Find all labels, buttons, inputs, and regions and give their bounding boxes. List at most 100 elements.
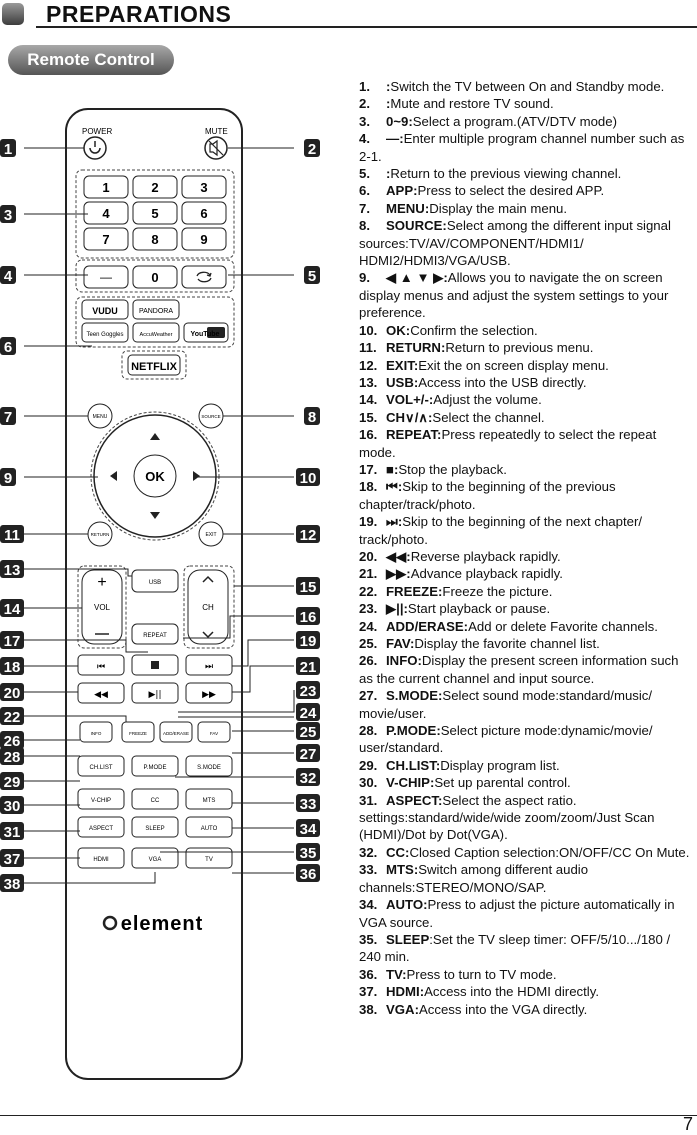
info-button[interactable]: INFO xyxy=(79,721,113,743)
auto-button[interactable]: AUTO xyxy=(185,816,233,838)
item-key: EXIT: xyxy=(386,357,419,373)
digit-2-button[interactable]: 2 xyxy=(132,175,178,199)
aspect-button[interactable]: ASPECT xyxy=(77,816,125,838)
item-number: 11. xyxy=(359,340,377,356)
description-item: 25.FAV:Display the favorite channel list… xyxy=(359,635,693,652)
vudu-button[interactable] xyxy=(81,299,129,320)
vga-button[interactable]: VGA xyxy=(131,847,179,869)
description-item: 4.—:Enter multiple program channel numbe… xyxy=(359,130,693,165)
digit-1-button[interactable]: 1 xyxy=(83,175,129,199)
prev-track-button[interactable] xyxy=(77,654,125,676)
svg-text:6: 6 xyxy=(4,339,12,356)
teen-goggles-button[interactable] xyxy=(81,322,129,343)
next-track-button[interactable] xyxy=(185,654,233,676)
svg-text:37: 37 xyxy=(4,851,21,868)
item-number: 14. xyxy=(359,392,378,408)
description-item: 6.APP:Press to select the desired APP. xyxy=(359,182,693,199)
svg-text:20: 20 xyxy=(4,685,21,702)
svg-text:36: 36 xyxy=(300,866,317,883)
play-pause-button[interactable] xyxy=(131,682,179,704)
item-key: ⏭: xyxy=(386,514,403,530)
svg-text:33: 33 xyxy=(300,796,317,813)
callout-38: 38 xyxy=(0,874,24,893)
ch-up-icon[interactable] xyxy=(202,575,214,583)
sleep-button[interactable]: SLEEP xyxy=(131,816,179,838)
description-item: 27.S.MODE:Select sound mode:standard/mus… xyxy=(359,687,693,722)
svg-text:26: 26 xyxy=(4,733,21,750)
fav-button[interactable]: FAV xyxy=(197,721,231,743)
vol-label: VOL xyxy=(94,603,111,612)
dash-button[interactable] xyxy=(83,265,129,289)
zero-button[interactable] xyxy=(132,265,178,289)
svg-text:10: 10 xyxy=(300,470,317,487)
usb-button[interactable] xyxy=(131,569,179,593)
digit-9-button[interactable]: 9 xyxy=(181,227,227,251)
dpad-outline xyxy=(90,411,220,541)
button-label: S.MODE xyxy=(197,765,221,771)
add-erase-button[interactable]: ADD/ERASE xyxy=(159,721,193,743)
digit-label: 5 xyxy=(151,206,158,221)
mts-button[interactable]: MTS xyxy=(185,788,233,810)
hdmi-button[interactable]: HDMI xyxy=(77,847,125,869)
item-text: Press to select the desired APP. xyxy=(417,183,605,199)
description-item: 17.■:Stop the playback. xyxy=(359,461,693,478)
s-mode-button[interactable]: S.MODE xyxy=(185,755,233,777)
svg-text:31: 31 xyxy=(4,824,21,841)
item-text: Skip to the beginning of the next chapte… xyxy=(359,514,643,547)
ok-button[interactable] xyxy=(133,454,177,498)
ch-down-icon[interactable] xyxy=(202,631,214,639)
svg-text:4: 4 xyxy=(4,268,13,285)
pandora-button[interactable] xyxy=(132,299,180,320)
down-arrow-icon[interactable] xyxy=(150,512,160,519)
item-text: Exit the on screen display menu. xyxy=(418,357,609,373)
repeat-button[interactable] xyxy=(131,623,179,645)
mute-label: MUTE xyxy=(205,127,228,136)
netflix-button[interactable] xyxy=(127,354,181,376)
up-arrow-icon[interactable] xyxy=(150,433,160,440)
rewind-button[interactable] xyxy=(77,682,125,704)
callout-5: 5 xyxy=(304,266,320,285)
description-item: 23.▶||:Start playback or pause. xyxy=(359,600,693,617)
cc-button[interactable]: CC xyxy=(131,788,179,810)
item-text: Press repeatedly to select the repeat mo… xyxy=(359,427,657,460)
accuweather-button[interactable] xyxy=(132,322,180,343)
recall-button[interactable] xyxy=(181,265,227,289)
vol-rocker[interactable] xyxy=(81,569,123,645)
description-item: 20.◀◀:Reverse playback rapidly. xyxy=(359,548,693,565)
svg-text:21: 21 xyxy=(300,659,317,676)
youtube-logo-icon xyxy=(207,327,225,338)
item-key: ◀ ▲ ▼ ▶: xyxy=(386,270,448,286)
item-text: Adjust the volume. xyxy=(433,392,542,408)
item-key: ASPECT: xyxy=(386,792,443,808)
fast-forward-button[interactable] xyxy=(185,682,233,704)
digit-3-button[interactable]: 3 xyxy=(181,175,227,199)
item-text: Skip to the beginning of the previous ch… xyxy=(359,479,616,512)
freeze-button[interactable]: FREEZE xyxy=(121,721,155,743)
vol-plus-icon[interactable]: + xyxy=(97,574,106,591)
left-arrow-icon[interactable] xyxy=(110,471,117,481)
callout-4: 4 xyxy=(0,266,16,285)
digit-6-button[interactable]: 6 xyxy=(181,201,227,225)
ch-list-button[interactable]: CH.LIST xyxy=(77,755,125,777)
ch-rocker[interactable] xyxy=(187,569,229,645)
digit-4-button[interactable]: 4 xyxy=(83,201,129,225)
callout-25: 25 xyxy=(296,722,320,741)
right-arrow-icon[interactable] xyxy=(193,471,200,481)
tv-button[interactable]: TV xyxy=(185,847,233,869)
v-chip-button[interactable]: V-CHIP xyxy=(77,788,125,810)
digit-5-button[interactable]: 5 xyxy=(132,201,178,225)
button-label: V-CHIP xyxy=(91,798,111,804)
item-text: Add or delete Favorite channels. xyxy=(468,618,658,634)
callout-17: 17 xyxy=(0,631,24,650)
p-mode-button[interactable]: P.MODE xyxy=(131,755,179,777)
mute-button[interactable] xyxy=(204,136,228,160)
usb-label: USB xyxy=(149,580,161,586)
description-item: 33.MTS:Switch among different audio chan… xyxy=(359,861,693,896)
power-button[interactable] xyxy=(83,136,107,160)
item-text: Select sound mode:standard/music/ movie/… xyxy=(359,688,653,721)
digit-8-button[interactable]: 8 xyxy=(132,227,178,251)
digit-7-button[interactable]: 7 xyxy=(83,227,129,251)
svg-text:13: 13 xyxy=(4,562,21,579)
callout-36: 36 xyxy=(296,864,320,883)
button-label: HDMI xyxy=(93,857,109,863)
